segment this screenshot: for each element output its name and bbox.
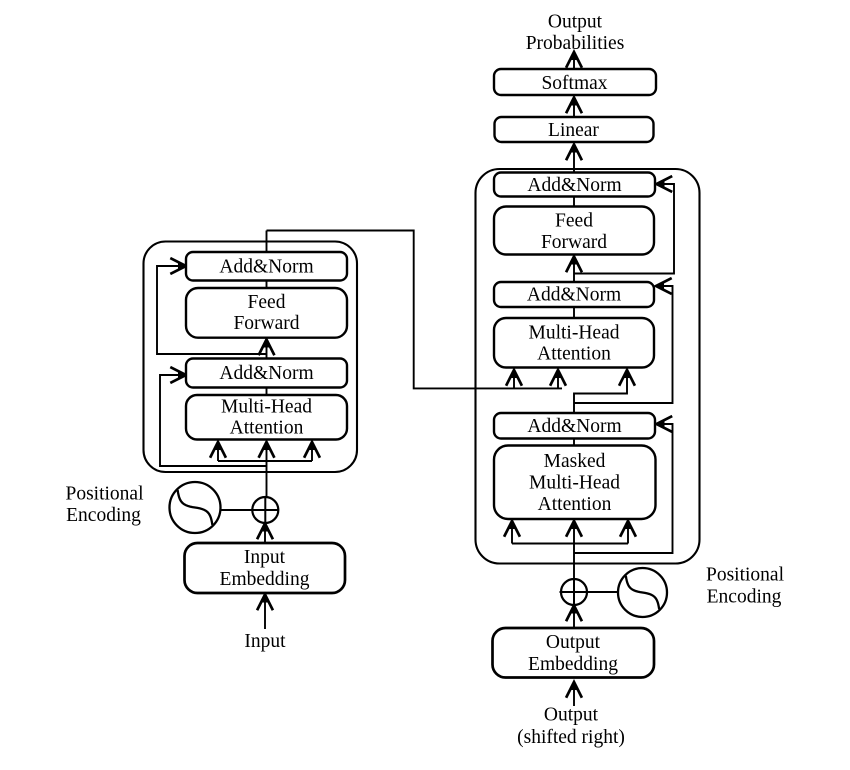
svg-text:Encoding: Encoding bbox=[707, 586, 782, 607]
svg-text:Input: Input bbox=[244, 547, 286, 568]
svg-text:Output: Output bbox=[548, 11, 603, 32]
svg-text:Encoding: Encoding bbox=[66, 505, 141, 526]
svg-text:Masked: Masked bbox=[544, 451, 606, 472]
svg-text:Feed: Feed bbox=[555, 210, 593, 231]
svg-text:Attention: Attention bbox=[537, 343, 611, 364]
svg-text:Add&Norm: Add&Norm bbox=[527, 284, 621, 305]
svg-text:Attention: Attention bbox=[230, 417, 304, 438]
svg-text:Add&Norm: Add&Norm bbox=[527, 175, 621, 196]
svg-text:Positional: Positional bbox=[65, 483, 144, 504]
svg-text:Positional: Positional bbox=[706, 564, 785, 585]
svg-text:Output: Output bbox=[546, 632, 601, 653]
svg-text:Add&Norm: Add&Norm bbox=[527, 416, 621, 437]
svg-text:Embedding: Embedding bbox=[528, 654, 618, 675]
svg-text:(shifted right): (shifted right) bbox=[517, 727, 625, 748]
svg-text:Feed: Feed bbox=[248, 292, 286, 313]
svg-text:Output: Output bbox=[544, 704, 599, 725]
svg-text:Multi-Head: Multi-Head bbox=[529, 322, 620, 343]
svg-text:Multi-Head: Multi-Head bbox=[221, 396, 312, 417]
svg-text:Forward: Forward bbox=[541, 232, 607, 253]
svg-text:Input: Input bbox=[244, 631, 286, 652]
svg-text:Embedding: Embedding bbox=[220, 569, 310, 590]
svg-text:Multi-Head: Multi-Head bbox=[529, 472, 620, 493]
svg-text:Attention: Attention bbox=[538, 494, 612, 515]
svg-text:Add&Norm: Add&Norm bbox=[219, 363, 313, 384]
svg-text:Forward: Forward bbox=[233, 313, 299, 334]
svg-text:Add&Norm: Add&Norm bbox=[219, 256, 313, 277]
svg-text:Probabilities: Probabilities bbox=[526, 33, 625, 54]
svg-text:Softmax: Softmax bbox=[541, 73, 607, 94]
svg-text:Linear: Linear bbox=[548, 120, 599, 141]
